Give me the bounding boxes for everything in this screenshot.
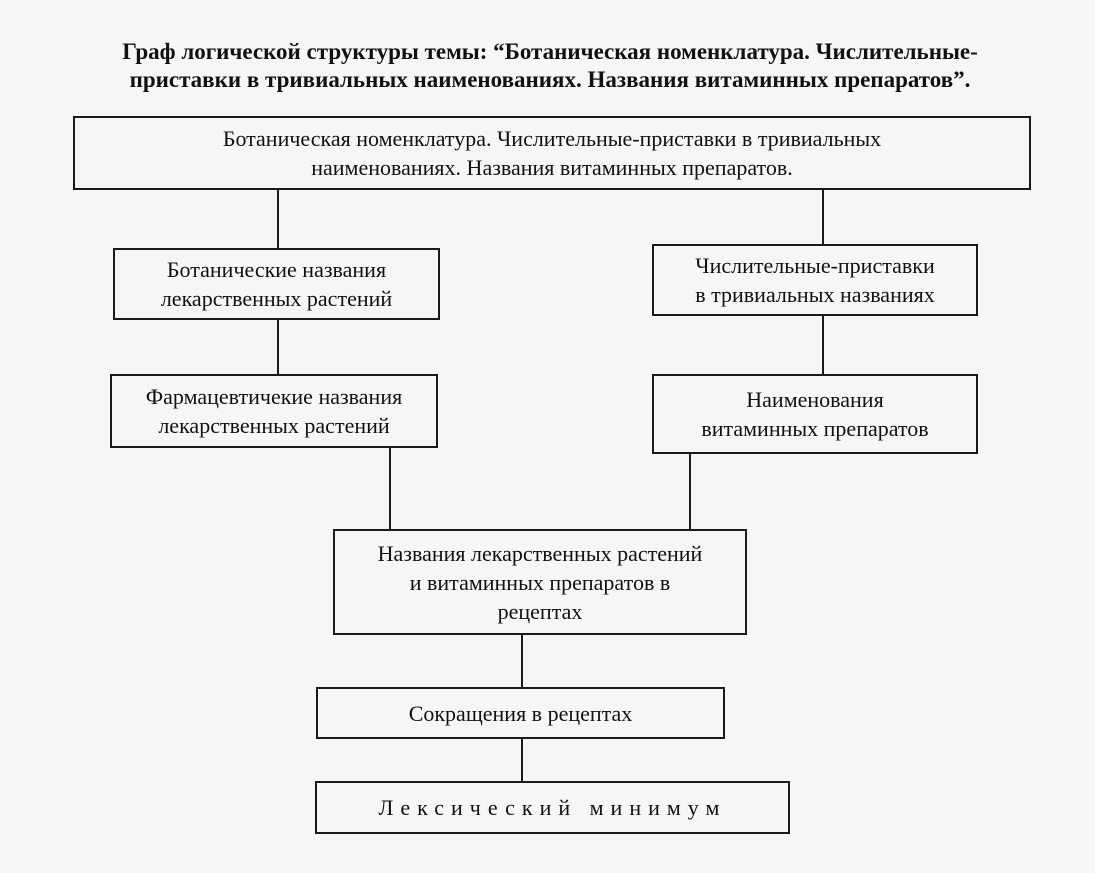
node-vitamins-line-1: Наименования [746,387,884,412]
connector-recipes-to-abbreviations [521,633,523,688]
connector-abbreviations-to-lexical [521,737,523,782]
node-vitamins-line-2: витаминных препаратов [701,416,929,441]
node-pharmaceutical-line-2: лекарственных растений [158,413,390,438]
node-abbreviations-line-1: Сокращения в рецептах [408,700,633,726]
node-numeral-prefixes: Числительные-приставки в тривиальных наз… [652,244,978,316]
diagram-title-line-2: приставки в тривиальных наименованиях. Н… [129,67,971,92]
node-top-line-2: наименованиях. Названия витаминных препа… [311,155,793,180]
diagram-title: Граф логической структуры темы: “Ботанич… [40,38,1060,94]
diagram-title-line-1: Граф логической структуры темы: “Ботанич… [122,39,978,64]
connector-prefixes-to-vitamins [822,314,824,375]
node-abbreviations-in-recipes: Сокращения в рецептах [316,687,725,739]
node-lexical-line-1: Лексический минимум [378,795,727,820]
connector-top-to-botanical [277,188,279,249]
node-prefixes-line-2: в тривиальных названиях [695,282,935,307]
node-names-in-recipes: Названия лекарственных растений и витами… [333,529,747,635]
connector-top-to-prefixes [822,188,824,245]
node-botanical-names: Ботанические названия лекарственных раст… [113,248,440,320]
connector-pharmaceutical-to-recipes [389,446,391,530]
node-recipes-line-2: и витаминных препаратов в [409,569,671,595]
node-lexical-minimum: Лексический минимум [315,781,790,834]
node-pharmaceutical-names: Фармацевтичекие названия лекарственных р… [110,374,438,448]
node-prefixes-line-1: Числительные-приставки [695,253,935,278]
connector-botanical-to-pharmaceutical [277,318,279,375]
node-botanical-line-1: Ботанические названия [166,257,387,282]
node-recipes-line-1: Названия лекарственных растений [377,540,703,566]
node-pharmaceutical-line-1: Фармацевтичекие названия [145,384,403,409]
node-botanical-nomenclature-topic: Ботаническая номенклатура. Числительные-… [73,116,1031,190]
node-vitamin-preparations: Наименования витаминных препаратов [652,374,978,454]
node-botanical-line-2: лекарственных растений [160,286,393,311]
node-top-line-1: Ботаническая номенклатура. Числительные-… [222,126,882,151]
connector-vitamins-to-recipes [689,453,691,530]
node-recipes-line-3: рецептах [497,598,583,624]
